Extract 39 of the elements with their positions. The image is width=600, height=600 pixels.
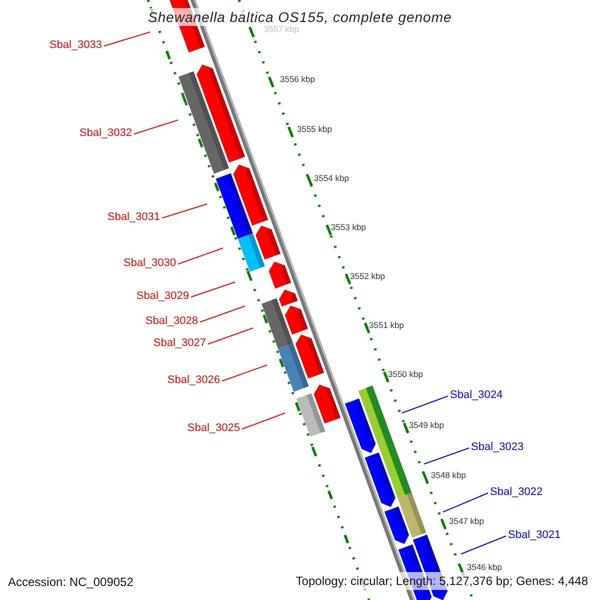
gene-label: Sbal_3029 [136, 290, 189, 303]
leader-line [222, 364, 268, 382]
leader-line [442, 492, 488, 512]
gene-label: Sbal_3033 [49, 39, 102, 52]
gene-label: Sbal_3024 [450, 389, 503, 402]
scale-label: 3556 kbp [280, 74, 315, 84]
scale-label: 3550 kbp [388, 369, 423, 379]
accession-text: Accession: NC_009052 [8, 574, 134, 590]
gene-label: Sbal_3027 [153, 337, 206, 350]
leader-line [162, 204, 208, 218]
gene-label: Sbal_3023 [471, 441, 524, 454]
leader-line [208, 328, 254, 344]
leader-line [402, 396, 448, 414]
scale-label: 3547 kbp [449, 516, 484, 526]
scale-label: 3548 kbp [431, 470, 466, 480]
scale-label: 3546 kbp [467, 562, 502, 572]
leader-line [200, 306, 246, 322]
leader-line [134, 120, 178, 134]
gene-label: Sbal_3030 [123, 257, 176, 270]
scale-label: 3549 kbp [409, 420, 444, 430]
gene-label: Sbal_3025 [187, 422, 240, 435]
scale-label: 3555 kbp [297, 124, 332, 134]
gene-label: Sbal_3026 [167, 374, 220, 387]
gene-label: Sbal_3022 [490, 486, 543, 499]
gene-label: Sbal_3028 [145, 315, 198, 328]
gene-label: Sbal_3031 [107, 211, 160, 224]
gene-label: Sbal_3021 [508, 529, 561, 542]
leader-line [178, 248, 224, 264]
scale-label: 3552 kbp [350, 271, 385, 281]
leader-line [190, 282, 236, 298]
scale-label: 3553 kbp [331, 222, 366, 232]
leader-line [460, 536, 506, 554]
scale-label: 3554 kbp [314, 173, 349, 183]
leader-line [424, 448, 470, 464]
scale-label: 3557 kbp [264, 24, 299, 34]
gene-label: Sbal_3032 [79, 127, 132, 140]
leader-line [242, 412, 286, 430]
scale-label: 3551 kbp [369, 320, 404, 330]
leader-line [104, 32, 150, 46]
